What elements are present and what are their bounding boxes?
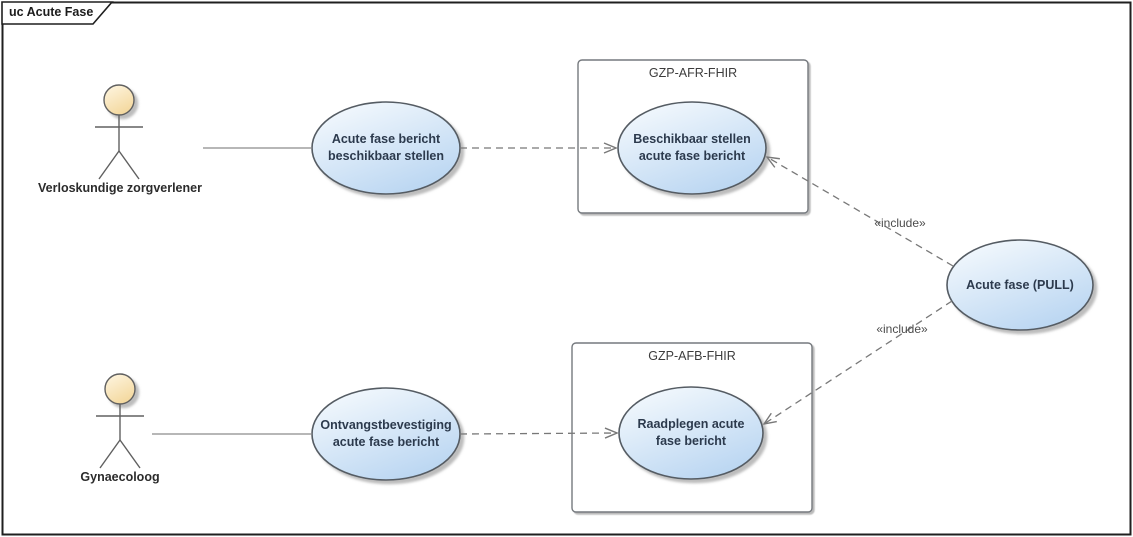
usecase-label-line: acute fase bericht bbox=[332, 435, 440, 449]
frame-title: uc Acute Fase bbox=[9, 5, 94, 19]
include-stereotype-label-top: «include» bbox=[874, 216, 926, 230]
include-stereotype-label-bottom: «include» bbox=[876, 322, 928, 336]
system-label-gzp-afb-fhir: GZP-AFB-FHIR bbox=[648, 349, 736, 363]
usecase-label-line: acute fase bericht bbox=[638, 149, 746, 163]
usecase-acute-fase-pull bbox=[946, 239, 1094, 331]
system-label-gzp-afr-fhir: GZP-AFR-FHIR bbox=[648, 66, 738, 80]
usecase-label-line: Acute fase bericht bbox=[331, 132, 441, 146]
usecase-beschikbaar-stellen-acute-fase-bericht bbox=[617, 101, 767, 195]
frame-title-tab bbox=[1, 1, 114, 25]
actor-verloskundige-zorgverlener bbox=[95, 84, 143, 180]
usecase-label-line: Acute fase (PULL) bbox=[966, 278, 1074, 292]
usecase-label-line: Beschikbaar stellen bbox=[633, 132, 751, 146]
usecase-label-line: Ontvangstbevestiging bbox=[320, 418, 452, 432]
usecase-label-acute-fase-pull: Acute fase (PULL) bbox=[940, 277, 1100, 294]
actor-gynaecoloog bbox=[96, 373, 144, 469]
actor-label-gynaecoloog: Gynaecoloog bbox=[80, 470, 160, 484]
usecase-label-raadplegen-acute-fase-bericht: Raadplegen acute fase bericht bbox=[611, 416, 771, 450]
actor-head bbox=[103, 84, 135, 116]
usecase-label-line: fase bericht bbox=[655, 434, 727, 448]
usecase-label-ontvangstbevestiging-acute-fase-bericht: Ontvangstbevestiging acute fase bericht bbox=[306, 417, 466, 451]
usecase-label-beschikbaar-stellen-acute-fase-bericht: Beschikbaar stellen acute fase bericht bbox=[612, 131, 772, 165]
usecase-label-acute-fase-bericht-beschikbaar-stellen: Acute fase bericht beschikbaar stellen bbox=[306, 131, 466, 165]
include-pull-to-raadplegen bbox=[764, 300, 953, 424]
usecase-label-line: Raadplegen acute bbox=[637, 417, 745, 431]
usecase-raadplegen-acute-fase-bericht bbox=[618, 386, 764, 480]
dependency-ontvangstbevestiging-to-raadplegen bbox=[459, 433, 617, 434]
actor-label-verloskundige-zorgverlener: Verloskundige zorgverlener bbox=[38, 181, 202, 195]
actor-head bbox=[104, 373, 136, 405]
usecase-label-line: beschikbaar stellen bbox=[327, 149, 445, 163]
